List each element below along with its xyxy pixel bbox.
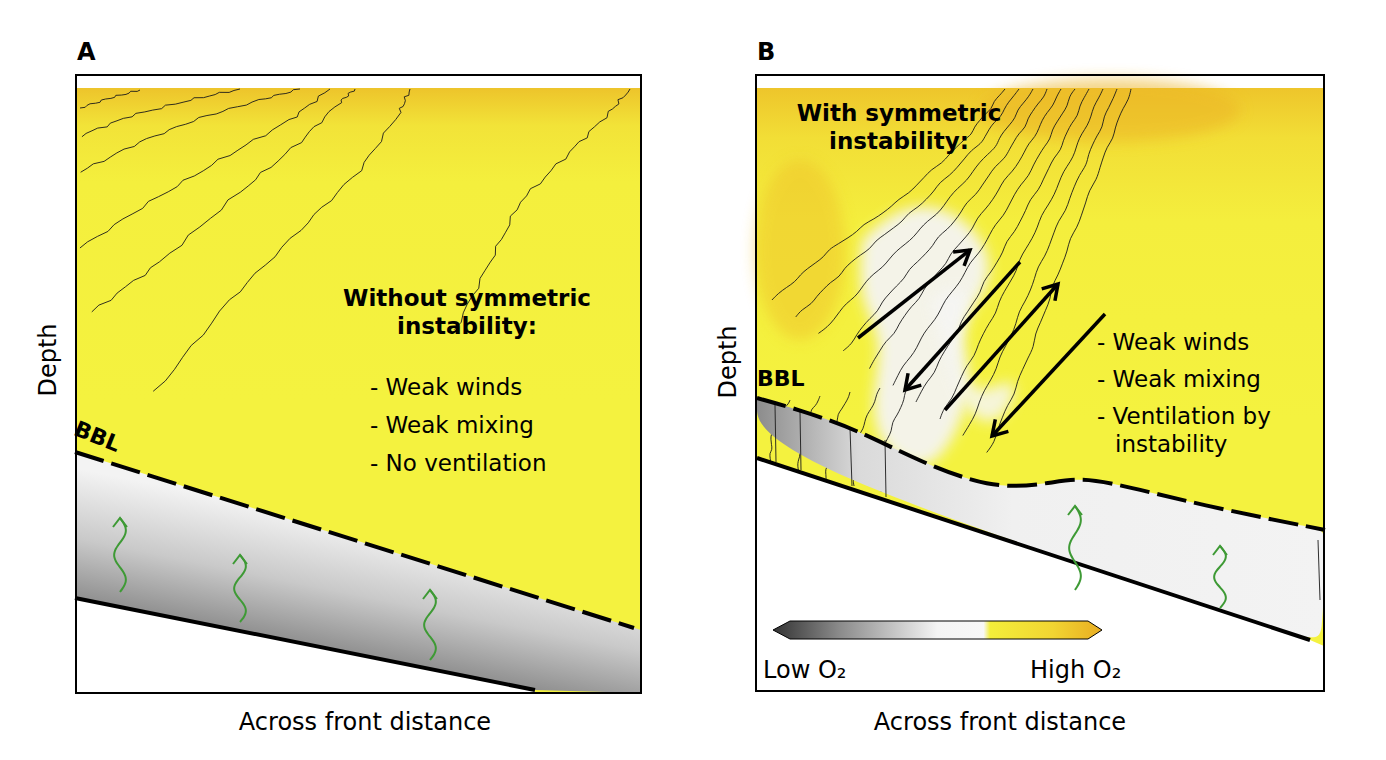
panel-b-art bbox=[755, 78, 1325, 691]
bullet-item: - Weak mixing bbox=[370, 412, 534, 440]
arrow-head bbox=[953, 250, 970, 266]
wavy-line bbox=[114, 518, 126, 592]
panel-heading: Without symmetric instability: bbox=[317, 285, 617, 340]
mixing-arrow bbox=[423, 590, 437, 660]
seafloor-line bbox=[757, 458, 1310, 640]
orange-patch bbox=[980, 78, 1240, 142]
bullet-item: - Weak winds bbox=[1097, 329, 1249, 357]
wavy-line bbox=[1069, 506, 1081, 590]
panel-heading: With symmetric instability: bbox=[759, 100, 1039, 155]
arrow-shaft bbox=[905, 262, 1020, 390]
bbl-label: BBL bbox=[757, 366, 805, 392]
seafloor-line bbox=[75, 598, 535, 690]
figure-panel: BWith symmetric instability:- Weak winds… bbox=[755, 74, 1325, 692]
arrow-head bbox=[905, 373, 921, 390]
circulation-arrow bbox=[858, 250, 970, 338]
panel-illustrations bbox=[75, 78, 1325, 693]
density-contour bbox=[80, 90, 140, 108]
mixing-arrow bbox=[1213, 546, 1227, 608]
arrow-head bbox=[423, 590, 437, 599]
arrow-head bbox=[113, 518, 127, 527]
bullet-item: - No ventilation bbox=[370, 450, 547, 478]
mixing-arrow bbox=[1068, 506, 1082, 590]
density-contour bbox=[80, 89, 330, 248]
density-contour bbox=[850, 428, 852, 486]
density-contour bbox=[92, 89, 355, 312]
bullet-item: - Ventilation by instability bbox=[1097, 403, 1350, 458]
arrow-head bbox=[233, 555, 247, 564]
mixing-arrow bbox=[233, 555, 247, 622]
high-oxygen-field bbox=[756, 88, 1324, 691]
circulation-arrow bbox=[905, 262, 1020, 390]
density-contour bbox=[153, 89, 410, 391]
high-oxygen-field bbox=[76, 88, 641, 693]
circulation-arrow bbox=[945, 284, 1058, 410]
circulation-arrow bbox=[992, 314, 1105, 436]
wavy-line bbox=[234, 555, 246, 622]
arrow-head bbox=[1213, 546, 1227, 555]
oxygen-colorbar bbox=[773, 621, 1102, 639]
density-contour bbox=[82, 89, 240, 137]
bbl-top-dashed bbox=[75, 452, 634, 628]
wavy-line bbox=[424, 590, 436, 660]
arrow-head bbox=[992, 419, 1008, 436]
arrow-shaft bbox=[992, 314, 1105, 436]
seafloor-below bbox=[757, 458, 1324, 691]
bullet-item: - Weak winds bbox=[370, 374, 522, 402]
axis-label: Depth bbox=[34, 323, 63, 396]
arrow-head bbox=[1068, 506, 1082, 515]
density-contour bbox=[81, 89, 300, 172]
panel-a-art bbox=[75, 88, 641, 693]
mixing-arrow bbox=[113, 518, 127, 592]
colorbar-label: High O₂ bbox=[1030, 656, 1121, 685]
figure-panel: AWithout symmetric instability:- Weak wi… bbox=[75, 74, 642, 694]
bottom-boundary-layer bbox=[75, 452, 641, 693]
bullet-item: - Weak mixing bbox=[1097, 366, 1261, 394]
density-contour bbox=[775, 405, 776, 462]
density-contour bbox=[885, 440, 886, 497]
density-contour bbox=[1318, 540, 1320, 600]
arrow-shaft bbox=[858, 250, 970, 338]
orange-patch bbox=[755, 160, 845, 340]
axis-label: Across front distance bbox=[239, 708, 491, 737]
density-contour bbox=[963, 89, 1117, 436]
arrow-shaft bbox=[945, 284, 1058, 410]
colorbar-label: Low O₂ bbox=[763, 656, 846, 685]
panel-letter: B bbox=[757, 38, 775, 67]
density-contour bbox=[800, 412, 801, 470]
axis-label: Depth bbox=[714, 325, 743, 398]
arrow-head bbox=[1042, 284, 1058, 301]
seafloor-below bbox=[75, 598, 535, 693]
axis-label: Across front distance bbox=[874, 708, 1126, 737]
ventilation-plume bbox=[861, 207, 989, 466]
wavy-line bbox=[1214, 546, 1226, 608]
panel-letter: A bbox=[77, 38, 96, 67]
density-contour bbox=[987, 89, 1131, 452]
